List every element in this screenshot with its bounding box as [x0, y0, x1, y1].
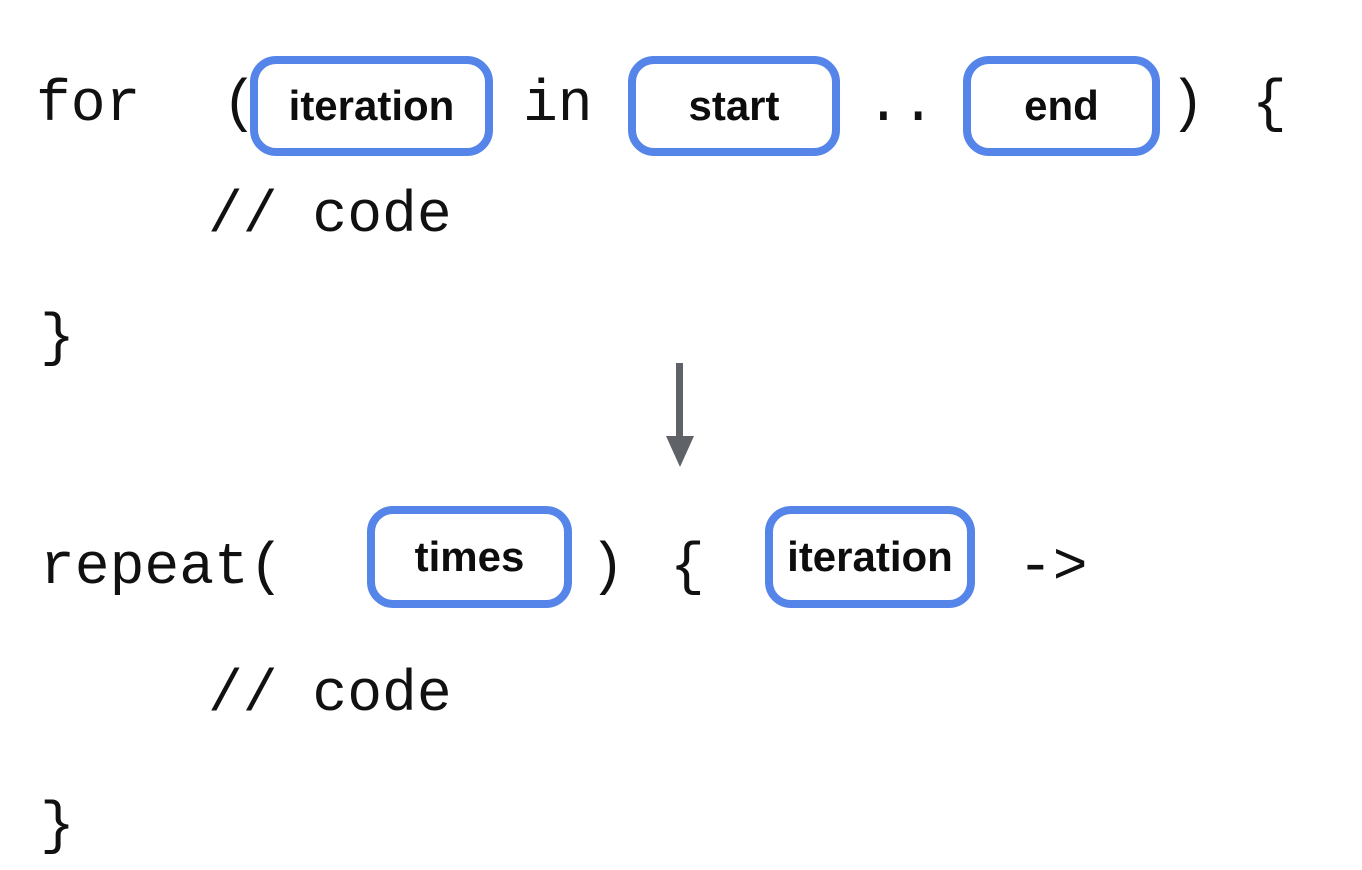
slot-start: start	[628, 56, 840, 156]
slot-end: end	[963, 56, 1160, 156]
slot-times-label: times	[414, 533, 525, 580]
open-brace: {	[670, 536, 705, 601]
slot-iteration: iteration	[250, 56, 493, 156]
close-brace: }	[40, 307, 75, 372]
slot-iteration-lambda: iteration	[765, 506, 975, 608]
in-keyword: in	[523, 73, 593, 138]
repeat-keyword: repeat(	[40, 536, 284, 601]
for-keyword: for	[36, 73, 141, 138]
close-brace: }	[40, 795, 75, 860]
range-operator: ..	[866, 73, 936, 138]
body-comment: // code	[208, 184, 452, 249]
slot-iteration-lambda-label: iteration	[787, 533, 953, 580]
down-arrow-icon	[676, 363, 683, 437]
slot-end-label: end	[1024, 82, 1099, 129]
slot-times: times	[367, 506, 572, 608]
body-comment: // code	[208, 663, 452, 728]
close-paren: )	[1170, 73, 1205, 138]
open-brace: {	[1252, 73, 1287, 138]
down-arrow-head-icon	[666, 436, 694, 467]
slot-iteration-label: iteration	[288, 82, 455, 129]
close-paren: )	[590, 536, 625, 601]
slot-start-label: start	[688, 82, 780, 129]
lambda-arrow: ->	[1018, 536, 1088, 601]
